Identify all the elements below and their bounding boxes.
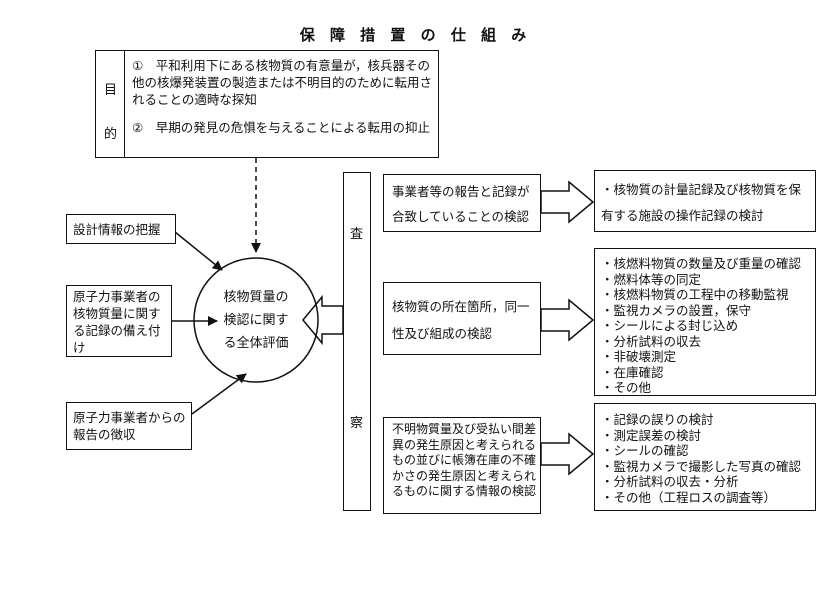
detail-item: 非破壊測定 — [601, 349, 801, 365]
purpose-box: 目 的 ① 平和利用下にある核物質の有意量が，核兵器その他の核爆発装置の製造また… — [95, 50, 439, 158]
check-label-reports-records: 事業者等の報告と記録が合致していることの検認 — [392, 184, 530, 224]
input-box-reports: 原子力事業者からの報告の徴収 — [66, 402, 192, 450]
hollow-arrow-to-center — [302, 294, 344, 346]
input-box-records: 原子力事業者の核物質量に関する記録の備え付け — [66, 285, 172, 357]
input-label-reports: 原子力事業者からの報告の徴収 — [73, 410, 186, 442]
check-label-location-identity: 核物質の所在箇所，同一性及び組成の検認 — [392, 299, 530, 341]
detail-item: その他（工程ロスの調査等） — [601, 490, 801, 506]
hollow-arrow-3 — [540, 432, 595, 476]
hollow-arrow-2 — [540, 298, 595, 342]
arrow-input-1 — [174, 231, 223, 271]
detail-item: その他 — [601, 380, 801, 396]
purpose-label-bottom: 的 — [104, 127, 118, 142]
detail-list-material-verification: 核燃料物質の数量及び重量の確認 燃料体等の同定 核燃料物質の工程中の移動監視 監… — [601, 256, 802, 396]
input-label-design-info: 設計情報の把握 — [73, 222, 161, 237]
detail-box-discrepancy-review: 記録の誤りの検討 測定誤差の検討 シールの確認 監視カメラで撮影した写真の確認 … — [594, 403, 816, 511]
purpose-item-1: ① 平和利用下にある核物質の有意量が，核兵器その他の核爆発装置の製造または不明目… — [132, 58, 433, 107]
hollow-arrow-1 — [540, 180, 595, 224]
detail-item: 核燃料物質の工程中の移動監視 — [601, 287, 801, 303]
detail-item: 核燃料物質の数量及び重量の確認 — [601, 256, 802, 272]
center-evaluation-text: 核物質量の検認に関する全体評価 — [223, 290, 289, 351]
detail-item: 記録の誤りの検討 — [601, 412, 801, 428]
inspection-label-bottom: 察 — [350, 416, 364, 431]
page-title: 保 障 措 置 の 仕 組 み — [299, 26, 532, 44]
input-box-design-info: 設計情報の把握 — [66, 214, 176, 244]
check-box-reports-records: 事業者等の報告と記録が合致していることの検認 — [383, 174, 541, 232]
detail-box-records-review: 核物質の計量記録及び核物質を保有する施設の操作記録の検討 — [594, 170, 816, 232]
detail-item: 核物質の計量記録及び核物質を保有する施設の操作記録の検討 — [601, 177, 809, 229]
arrow-input-3 — [191, 373, 247, 415]
purpose-item-2: ② 早期の発見の危惧を与えることによる転用の抑止 — [132, 120, 430, 135]
detail-item: 在庫確認 — [601, 365, 801, 381]
detail-item: 監視カメラで撮影した写真の確認 — [601, 459, 802, 475]
detail-item: 測定誤差の検討 — [601, 428, 801, 444]
check-label-unaccounted-material: 不明物質量及び受払い間差異の発生原因と考えられるもの並びに帳簿在庫の不確かさの発… — [392, 422, 537, 498]
inspection-label-top: 査 — [350, 227, 364, 242]
input-label-records: 原子力事業者の核物質量に関する記録の備え付け — [73, 289, 161, 355]
detail-item: 分析試料の収去 — [601, 334, 801, 350]
detail-list-discrepancy-review: 記録の誤りの検討 測定誤差の検討 シールの確認 監視カメラで撮影した写真の確認 … — [601, 412, 802, 506]
inspection-column: 査 察 — [343, 172, 371, 511]
detail-item: 燃料体等の同定 — [601, 272, 801, 288]
purpose-label-column — [96, 51, 125, 157]
detail-list-records-review: 核物質の計量記録及び核物質を保有する施設の操作記録の検討 — [601, 177, 809, 229]
check-box-unaccounted-material: 不明物質量及び受払い間差異の発生原因と考えられるもの並びに帳簿在庫の不確かさの発… — [383, 417, 541, 514]
detail-item: シールの確認 — [601, 443, 801, 459]
detail-item: 分析試料の収去・分析 — [601, 474, 801, 490]
detail-item: シールによる封じ込め — [601, 318, 801, 334]
detail-item: 監視カメラの設置，保守 — [601, 303, 801, 319]
purpose-label-top: 目 — [104, 83, 118, 98]
detail-box-material-verification: 核燃料物質の数量及び重量の確認 燃料体等の同定 核燃料物質の工程中の移動監視 監… — [594, 248, 816, 396]
center-circle — [193, 257, 319, 383]
check-box-location-identity: 核物質の所在箇所，同一性及び組成の検認 — [383, 282, 541, 355]
